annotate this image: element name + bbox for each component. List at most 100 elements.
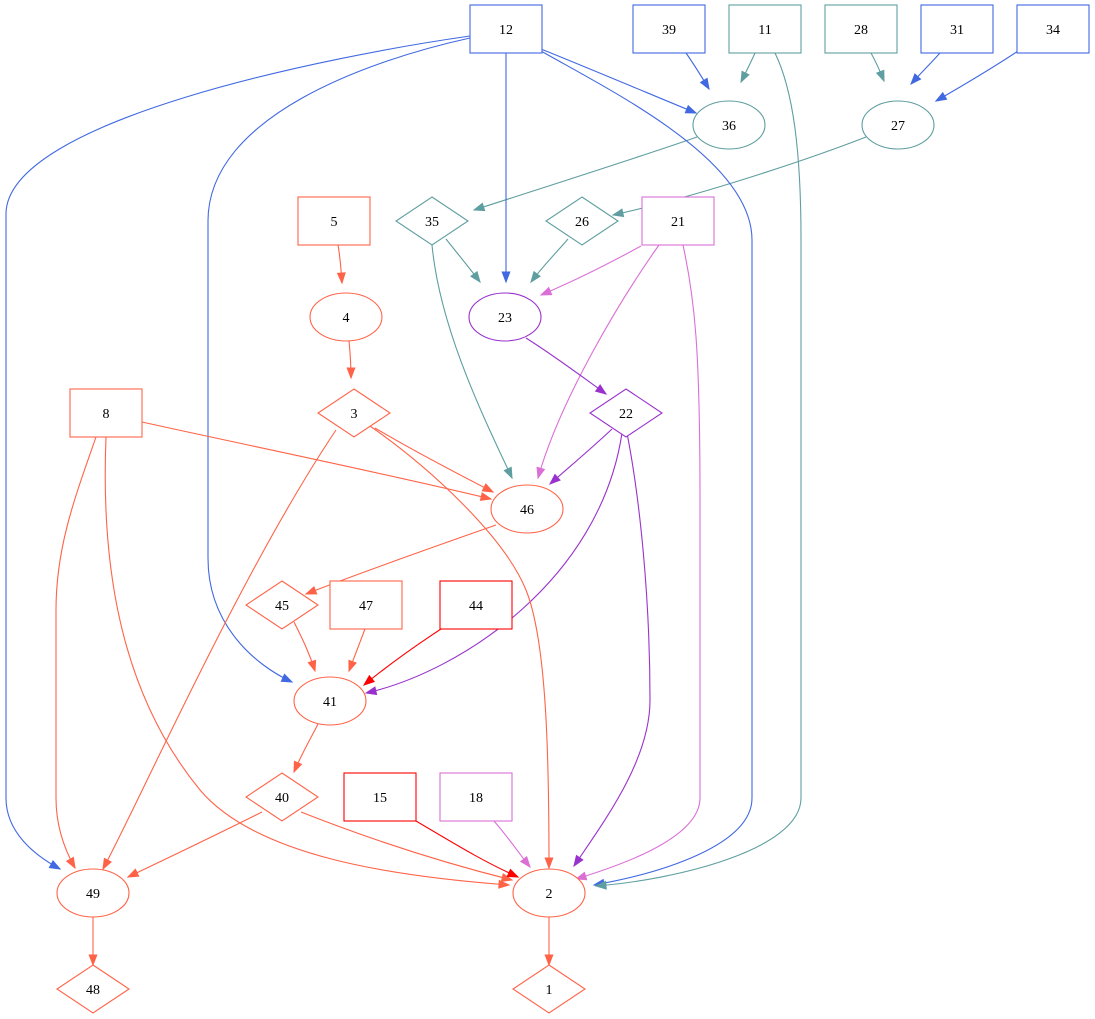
edge-line xyxy=(473,136,698,211)
node-diamond-shape xyxy=(245,772,319,822)
edge-arrowhead xyxy=(574,871,588,881)
edge-21-to-2 xyxy=(574,244,701,881)
edge-23-to-22 xyxy=(525,337,608,395)
node-box-shape xyxy=(439,772,513,822)
edge-line xyxy=(935,50,1019,102)
edge-12-to-23 xyxy=(501,53,511,284)
node-5[interactable]: 5 xyxy=(297,196,371,246)
node-diamond-shape xyxy=(545,196,619,246)
edges-layer xyxy=(5,35,1019,967)
edge-arrowhead xyxy=(362,674,375,686)
node-48[interactable]: 48 xyxy=(56,964,130,1014)
edge-line xyxy=(104,436,510,886)
node-diamond-shape xyxy=(245,580,319,630)
node-ellipse-shape xyxy=(490,484,564,534)
node-49[interactable]: 49 xyxy=(56,868,130,918)
node-12[interactable]: 12 xyxy=(469,4,543,54)
edge-11-to-36 xyxy=(740,52,756,84)
edge-arrowhead xyxy=(472,202,486,212)
node-2[interactable]: 2 xyxy=(512,868,586,918)
node-box-shape xyxy=(69,388,143,438)
node-31[interactable]: 31 xyxy=(920,4,994,54)
node-box-shape xyxy=(824,4,898,54)
node-box-shape xyxy=(632,4,706,54)
node-1[interactable]: 1 xyxy=(512,964,586,1014)
node-box-shape xyxy=(641,196,715,246)
node-diamond-shape xyxy=(589,388,663,438)
edge-line xyxy=(5,35,471,870)
edge-arrowhead xyxy=(500,873,514,882)
edge-arrowhead xyxy=(573,854,584,868)
node-box-shape xyxy=(469,4,543,54)
edge-arrowhead xyxy=(699,77,710,91)
node-21[interactable]: 21 xyxy=(641,196,715,246)
node-label: 11 xyxy=(758,23,771,38)
edge-12-to-49 xyxy=(5,35,471,870)
edge-line xyxy=(102,429,337,870)
node-28[interactable]: 28 xyxy=(824,4,898,54)
node-44[interactable]: 44 xyxy=(439,580,513,630)
edge-line xyxy=(540,50,753,886)
node-label: 36 xyxy=(722,119,736,134)
node-35[interactable]: 35 xyxy=(395,196,469,246)
edge-line xyxy=(300,811,513,881)
node-18[interactable]: 18 xyxy=(439,772,513,822)
edge-arrowhead xyxy=(503,466,513,480)
node-39[interactable]: 39 xyxy=(632,4,706,54)
node-47[interactable]: 47 xyxy=(329,580,403,630)
edge-45-to-41 xyxy=(293,621,317,673)
node-label: 46 xyxy=(520,503,534,518)
edge-arrowhead xyxy=(611,208,625,218)
edge-arrowhead xyxy=(740,70,750,84)
node-36[interactable]: 36 xyxy=(692,100,766,150)
edge-4-to-3 xyxy=(346,340,356,380)
edge-line xyxy=(363,628,442,686)
edge-arrowhead xyxy=(544,857,554,870)
edge-arrowhead xyxy=(348,659,357,673)
edge-3-to-46 xyxy=(374,427,495,493)
edge-line xyxy=(537,244,660,479)
node-41[interactable]: 41 xyxy=(293,676,367,726)
node-27[interactable]: 27 xyxy=(861,100,935,150)
node-26[interactable]: 26 xyxy=(545,196,619,246)
node-23[interactable]: 23 xyxy=(468,292,542,342)
edge-arrowhead xyxy=(307,659,317,673)
edge-8-to-2 xyxy=(104,436,511,889)
edge-arrowhead xyxy=(498,879,511,889)
node-ellipse-shape xyxy=(56,868,130,918)
edge-line xyxy=(415,820,519,878)
node-ellipse-shape xyxy=(692,100,766,150)
edge-39-to-36 xyxy=(685,52,710,91)
edge-15-to-2 xyxy=(415,820,520,878)
node-34[interactable]: 34 xyxy=(1016,4,1090,54)
edge-arrowhead xyxy=(530,270,541,284)
node-11[interactable]: 11 xyxy=(728,4,802,54)
node-15[interactable]: 15 xyxy=(343,772,417,822)
edge-arrowhead xyxy=(501,271,511,284)
node-box-shape xyxy=(343,772,417,822)
node-label: 47 xyxy=(359,599,373,614)
node-22[interactable]: 22 xyxy=(589,388,663,438)
edge-11-to-2 xyxy=(594,52,802,890)
node-label: 41 xyxy=(323,695,337,710)
edge-arrowhead xyxy=(934,91,948,102)
node-8[interactable]: 8 xyxy=(69,388,143,438)
edge-44-to-41 xyxy=(362,628,442,686)
edge-34-to-27 xyxy=(934,50,1019,102)
edge-18-to-2 xyxy=(493,820,531,869)
edge-22-to-46 xyxy=(548,428,613,485)
edge-line xyxy=(305,524,497,595)
edge-arrowhead xyxy=(536,466,546,480)
edge-arrowhead xyxy=(548,473,561,485)
edge-3-to-2 xyxy=(369,425,554,870)
node-3[interactable]: 3 xyxy=(317,388,391,438)
node-4[interactable]: 4 xyxy=(309,292,383,342)
node-diamond-shape xyxy=(512,964,586,1014)
node-45[interactable]: 45 xyxy=(245,580,319,630)
edge-47-to-41 xyxy=(348,628,366,673)
node-ellipse-shape xyxy=(309,292,383,342)
node-46[interactable]: 46 xyxy=(490,484,564,534)
node-label: 45 xyxy=(275,599,289,614)
node-40[interactable]: 40 xyxy=(245,772,319,822)
